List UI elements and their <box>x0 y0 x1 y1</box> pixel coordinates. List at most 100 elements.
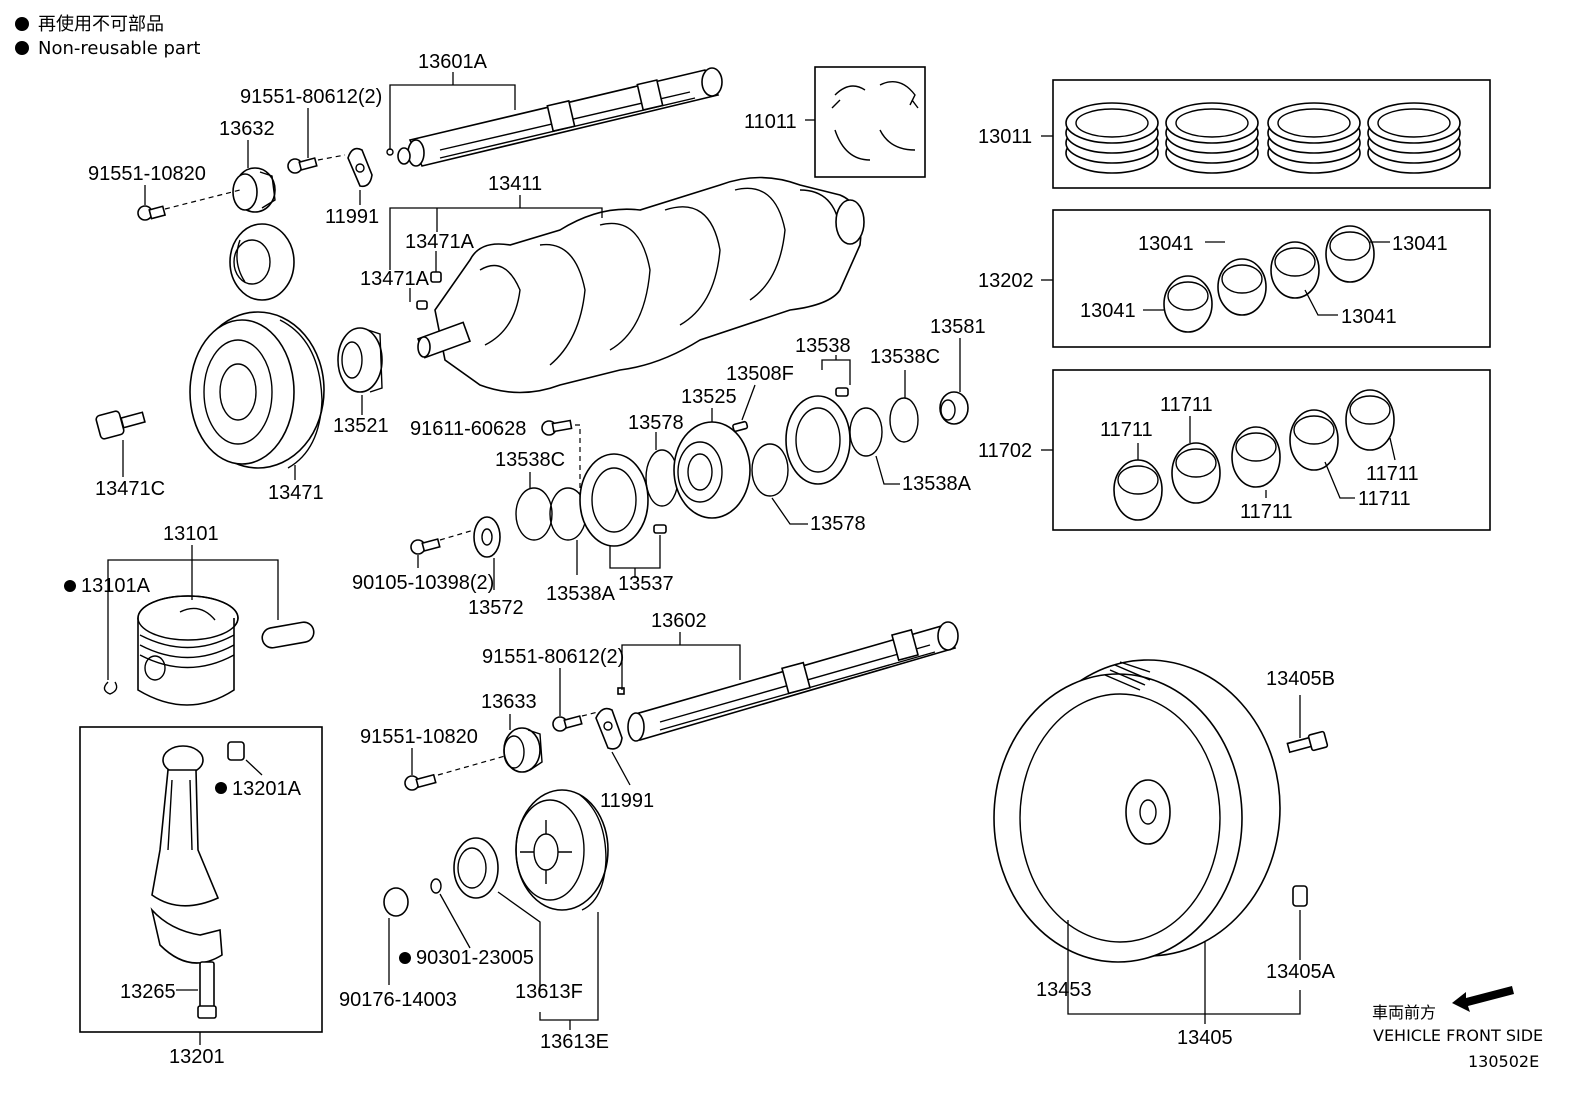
label-13521: 13521 <box>333 415 389 437</box>
bolt-91551-80612-bottom <box>552 711 599 732</box>
flywheel-13405 <box>993 659 1281 963</box>
label-13405: 13405 <box>1177 1027 1233 1049</box>
label-11711-a: 11711 <box>1160 394 1213 416</box>
label-13011: 13011 <box>978 126 1032 148</box>
label-11711-b: 11711 <box>1100 419 1153 441</box>
label-91551-10820-bottom: 91551-10820 <box>360 726 478 748</box>
label-13602: 13602 <box>651 610 707 632</box>
label-11711-c: 11711 <box>1366 463 1419 485</box>
label-11991-top: 11991 <box>325 206 379 228</box>
label-13538C-right: 13538C <box>870 346 940 368</box>
vehicle-front-arrow-icon <box>1452 986 1514 1012</box>
label-13572: 13572 <box>468 597 524 619</box>
thrust-plate-11991-top <box>347 147 373 188</box>
bolt-13471C <box>95 410 146 440</box>
label-90105-10398: 90105-10398(2) <box>352 572 494 594</box>
label-13632: 13632 <box>219 118 275 140</box>
timing-gear-upper <box>229 223 295 301</box>
crank-sprocket-13521 <box>337 327 383 393</box>
non-reusable-bullet-icon <box>64 580 76 592</box>
crankshaft-13411 <box>417 176 865 394</box>
label-91611-60628: 91611-60628 <box>410 418 526 440</box>
box-13011 <box>1052 79 1491 189</box>
bolt-91551-10820-bottom <box>404 755 506 791</box>
bolt-91551-10820-top <box>137 189 241 221</box>
label-13041-br: 13041 <box>1341 306 1397 328</box>
part-labels: 13601A 91551-80612(2) 13632 91551-10820 … <box>64 51 1448 1068</box>
label-13538: 13538 <box>795 335 851 357</box>
label-13578-top: 13578 <box>628 412 684 434</box>
label-13471A-1: 13471A <box>405 231 475 253</box>
bolt-91611-60628 <box>541 419 573 436</box>
label-13538A-left: 13538A <box>546 583 616 605</box>
label-13471C: 13471C <box>95 478 165 500</box>
label-13578-bottom: 13578 <box>810 513 866 535</box>
thrust-washers-11011 <box>831 81 919 161</box>
cam-pulley-13613F <box>515 789 609 911</box>
diagram-code: 130502E <box>1468 1052 1539 1071</box>
label-13202: 13202 <box>978 270 1034 292</box>
label-13265: 13265 <box>120 981 176 1003</box>
legend-en: Non-reusable part <box>38 38 200 59</box>
legend-jp: 再使用不可部品 <box>38 14 164 35</box>
label-90176-14003: 90176-14003 <box>339 989 457 1011</box>
bearings-11711 <box>1113 389 1395 521</box>
label-11711-d: 11711 <box>1358 488 1411 510</box>
label-13041-bl: 13041 <box>1080 300 1136 322</box>
label-13601A: 13601A <box>418 51 488 73</box>
label-13041-tl: 13041 <box>1138 233 1194 255</box>
front-side-jp: 車両前方 <box>1372 1003 1436 1022</box>
legend: 再使用不可部品 Non-reusable part <box>15 14 200 59</box>
front-side-en: VEHICLE FRONT SIDE <box>1373 1026 1543 1045</box>
label-13041-tr: 13041 <box>1392 233 1448 255</box>
non-reusable-bullet-icon <box>399 952 411 964</box>
label-90301-23005: 90301-23005 <box>416 947 534 969</box>
label-13471A-2: 13471A <box>360 268 430 290</box>
label-11702: 11702 <box>978 440 1032 462</box>
label-13613E: 13613E <box>540 1031 609 1053</box>
box-13202 <box>1052 209 1491 348</box>
piston-rings-13011 <box>1065 102 1461 174</box>
label-13201: 13201 <box>169 1046 225 1068</box>
label-13613F: 13613F <box>515 981 583 1003</box>
label-13581: 13581 <box>930 316 986 338</box>
connecting-rod-13201 <box>150 741 245 1019</box>
label-13405B: 13405B <box>1266 668 1335 690</box>
footer: 車両前方 VEHICLE FRONT SIDE 130502E <box>1372 1003 1543 1071</box>
non-reusable-bullet-icon <box>15 17 29 31</box>
cam-gear-13633 <box>503 727 543 773</box>
box-13201 <box>79 726 323 1033</box>
camshaft-13601A <box>386 67 723 167</box>
thrust-plate-11991-bottom <box>595 707 623 750</box>
camshaft-13602 <box>617 621 959 742</box>
label-91551-10820-top: 91551-10820 <box>88 163 206 185</box>
box-11011 <box>814 66 926 178</box>
label-11711-e: 11711 <box>1240 501 1293 523</box>
bearings-13041 <box>1163 225 1375 333</box>
piston-13101 <box>103 595 315 706</box>
balancer-parts <box>473 387 969 558</box>
pins-13471A <box>416 271 442 310</box>
label-13101A: 13101A <box>81 575 151 597</box>
label-13201A: 13201A <box>232 778 302 800</box>
bolt-13405B <box>1286 730 1329 754</box>
pin-13405A <box>1292 885 1308 907</box>
label-13538C-left: 13538C <box>495 449 565 471</box>
label-13538A-right: 13538A <box>902 473 972 495</box>
label-11991-bottom: 11991 <box>600 790 654 812</box>
label-13525: 13525 <box>681 386 737 408</box>
bolt-91551-80612-top <box>287 154 346 174</box>
label-11011: 11011 <box>744 111 797 133</box>
washer-90301-23005 <box>430 878 442 894</box>
label-13633: 13633 <box>481 691 537 713</box>
non-reusable-bullet-icon <box>15 41 29 55</box>
label-13405A: 13405A <box>1266 961 1336 983</box>
non-reusable-bullet-icon <box>215 782 227 794</box>
damper-pulley-13471 <box>189 311 325 469</box>
label-91551-80612-top: 91551-80612(2) <box>240 86 382 108</box>
cam-gear-13632 <box>232 167 276 213</box>
bolt-90105-10398 <box>410 529 475 555</box>
label-13411: 13411 <box>488 173 542 195</box>
